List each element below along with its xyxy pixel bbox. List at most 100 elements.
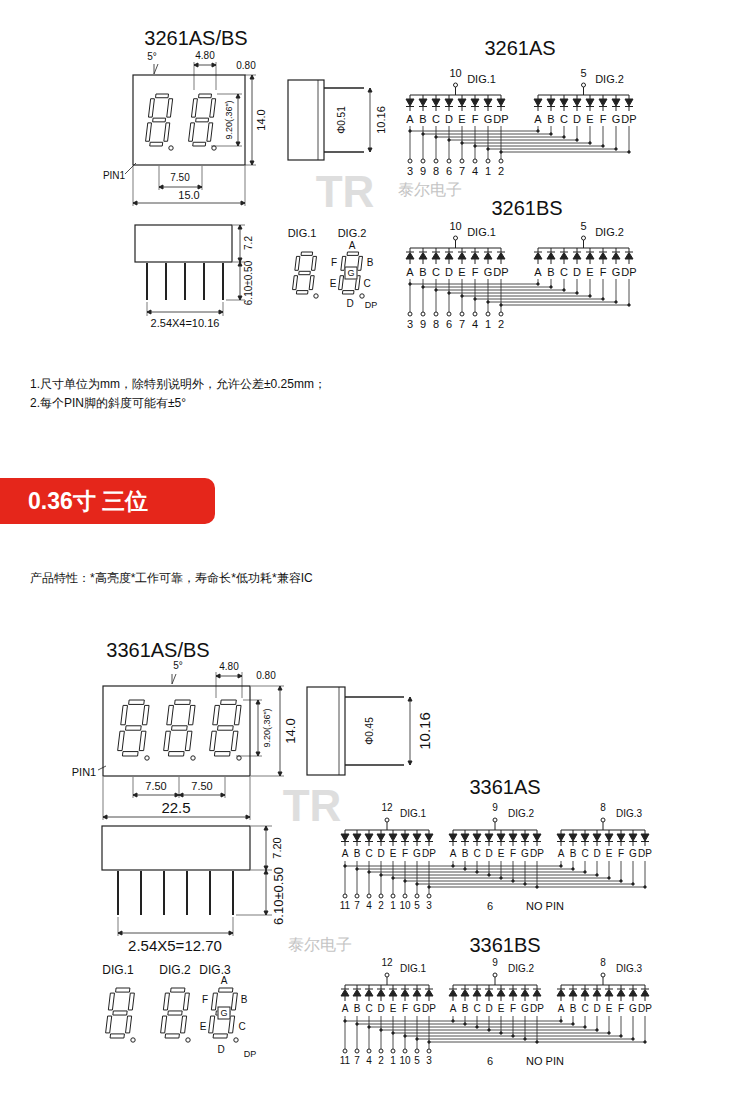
segment-label: C [363,279,370,289]
segment-label: F [618,849,624,859]
wire [525,841,526,846]
wire [501,841,502,846]
wire [501,1016,502,1033]
arrowhead [198,185,202,189]
pin-dot [582,236,586,240]
pin-dot [499,159,503,163]
dimension-label: Φ0.51 [337,106,347,133]
note: 1.尺寸单位为mm，除特别说明外，允许公差±0.25mm； [30,378,326,390]
wire [621,861,622,881]
decimal-point [186,1038,190,1042]
pin [345,764,404,766]
junction-dot [632,1038,634,1040]
led-symbol [353,990,361,997]
decimal-point [237,756,241,760]
pin-dot [493,973,497,977]
wire [551,106,552,111]
led-symbol [586,253,594,260]
wire [609,841,610,846]
junction-dot [435,136,437,138]
segment [139,731,146,750]
bus-wire [475,299,603,300]
pin-dot [415,1049,419,1053]
dimension-label: 7.50 [191,781,212,792]
common-wire [387,822,388,830]
side-view [288,80,324,160]
common-wire [495,822,496,830]
drawing-line [103,777,104,820]
led-symbol [341,990,349,997]
junction-dot [560,865,562,867]
dimension-line [240,225,241,262]
wire [621,841,622,846]
bottom-view [135,225,232,262]
bus-wire [381,1030,597,1031]
led-symbol [599,253,607,260]
segment [189,123,195,141]
pin-dot [355,1049,359,1053]
pin-dot [486,159,490,163]
segment [207,123,213,141]
arrowhead [236,142,240,146]
pin-dot [601,818,605,822]
pin-number: 9 [420,319,426,330]
digit-label: DIG.2 [595,227,624,238]
wire [381,841,382,846]
digit-label: DIG.3 [616,809,642,819]
segment-label: B [462,849,469,859]
led-symbol [569,990,577,997]
segment-label: DP [244,1050,257,1059]
wire [590,95,591,99]
wire [609,861,610,878]
pin [345,696,404,698]
wire [609,830,610,834]
dimension-line [118,933,233,934]
dimension-line [266,826,267,870]
segment-label: DP [621,267,636,278]
segment-label: E [458,114,465,125]
dimension-label: 14.0 [256,109,267,130]
segment-label: D [346,299,353,309]
segment-label: E [458,267,465,278]
wire [381,996,382,1001]
wire [357,861,358,894]
drawing-line [216,62,217,90]
segment-label: G [629,849,637,859]
junction-dot [344,1020,346,1022]
junction-dot [422,286,424,288]
pin-number: 9 [420,166,426,177]
segment [209,1016,215,1033]
pin-number: 11 [340,1056,350,1066]
wire [417,841,418,846]
wire [577,95,578,99]
segment [113,1011,127,1015]
pin-dot [343,894,347,898]
bus-wire [501,152,629,153]
led-symbol [629,990,637,997]
pin-dot [493,818,497,822]
segment [146,123,152,141]
segment-label: E [200,1022,207,1032]
junction-dot [476,871,478,873]
pin [222,263,224,300]
pin [324,151,364,153]
led-symbol [413,990,421,997]
led-symbol [617,834,625,841]
drawing-line [245,75,256,76]
pin [140,871,142,915]
wire [436,95,437,99]
arrowhead [212,63,216,67]
drawing-line [226,300,245,301]
led-symbol [432,99,440,106]
arrowhead [238,225,242,229]
segment-label: F [472,267,479,278]
pin [186,871,188,915]
segment [342,291,354,294]
wire [489,996,490,1001]
wire [393,841,394,846]
wire [417,985,418,989]
bus-wire [369,1027,585,1028]
pin-dot [434,312,438,316]
wire [633,1016,634,1039]
segment-label: E [586,267,593,278]
